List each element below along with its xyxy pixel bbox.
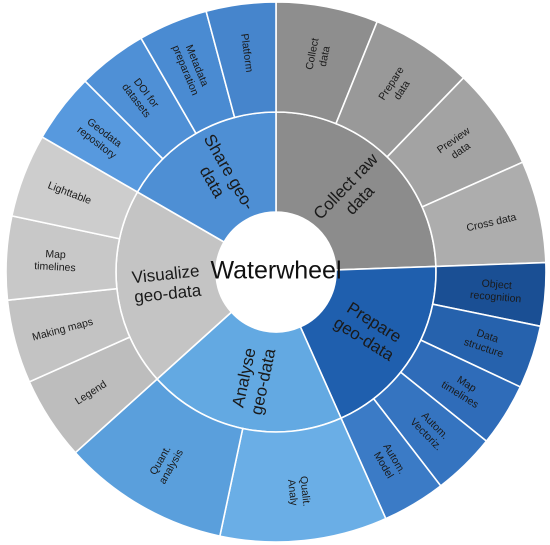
outer-label-platform: Platform [238, 33, 255, 74]
outer-label-map-timelines: Maptimelines [34, 248, 77, 275]
outer-label-qualit-analy: Qualit.Analy [285, 475, 313, 508]
outer-label-line: recognition [470, 289, 522, 305]
outer-label-line: timelines [34, 260, 76, 274]
outer-label-line: Qualit. [297, 475, 312, 506]
outer-label-line: Analy [285, 479, 300, 507]
ring-segments [5, 1, 547, 543]
outer-label-collect-data: Collectdata [304, 37, 334, 73]
outer-sector-platform [205, 1, 277, 119]
outer-label-object-recognition: Objectrecognition [470, 277, 523, 306]
center-disc [216, 212, 336, 332]
outer-label-line: Map [45, 248, 66, 261]
center-label: Waterwheel [210, 257, 341, 285]
outer-label-line: Object [481, 278, 512, 293]
outer-label-line: data [317, 45, 333, 68]
inner-label-visualize: Visualizegeo-data [131, 261, 203, 306]
